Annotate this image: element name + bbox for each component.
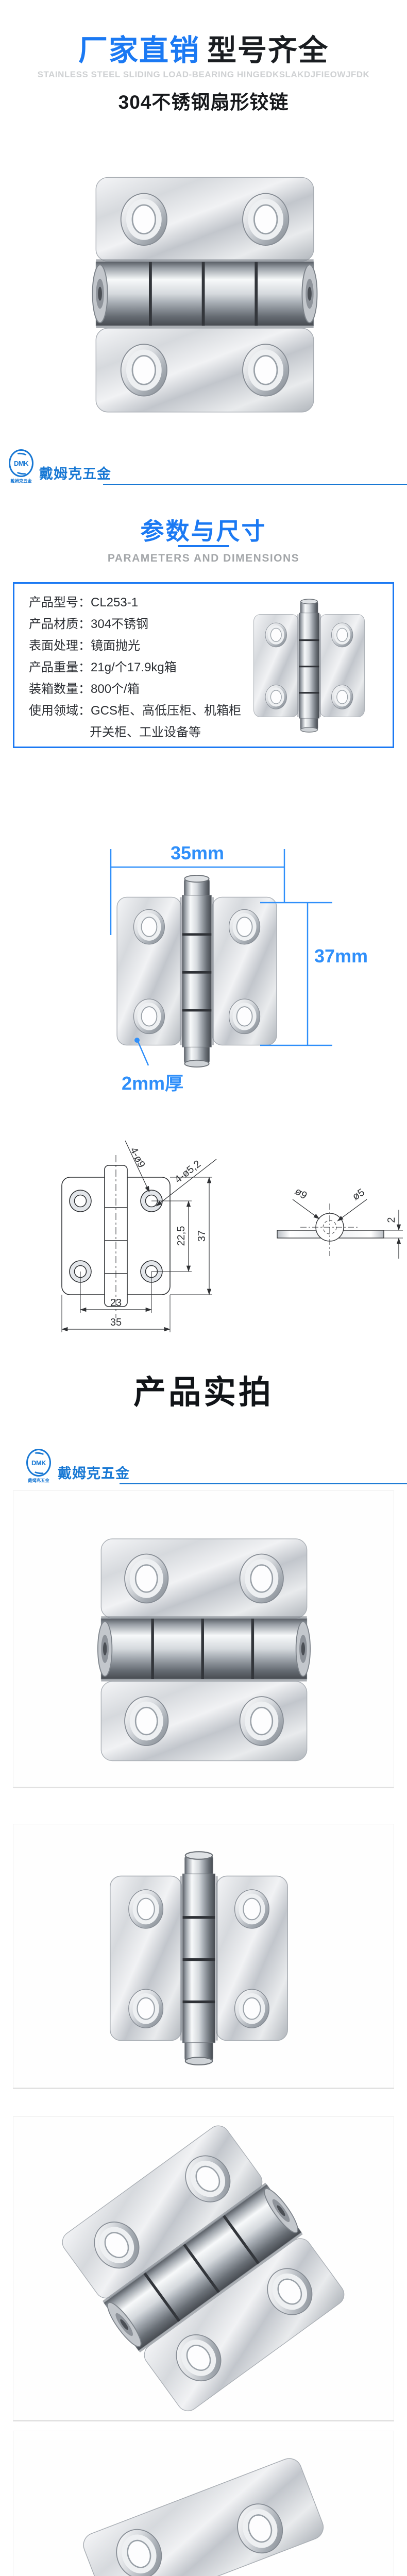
front-height-label: 37	[196, 1230, 208, 1242]
params-section-title: 参数与尺寸	[140, 518, 267, 545]
logo-text: DMK	[13, 459, 29, 467]
side-thickness-label: 2	[386, 1217, 397, 1223]
thickness-dimension-label: 2mm厚	[122, 1073, 183, 1094]
page-title-rest: 型号齐全	[207, 34, 329, 67]
side-outer-diameter-label: ø9	[293, 1185, 309, 1201]
front-hole-pitch-v-label: 22,5	[176, 1226, 187, 1246]
product-name: 304不锈钢扇形铰链	[118, 92, 289, 113]
logo-caption: 戴姆克五金	[28, 1478, 49, 1483]
logo-swoosh-icon	[33, 1451, 45, 1458]
side-inner-diameter-label: ø5	[350, 1187, 367, 1202]
table-row: 产品型号：CL253-1	[29, 596, 139, 609]
front-holes-outer-label: 4-ø9	[128, 1145, 147, 1170]
product-photo-card-4	[13, 2431, 394, 2576]
table-row: 装箱数量：800个/箱	[29, 682, 140, 696]
main-product-photo	[85, 170, 325, 422]
brand-bar: DMK 戴姆克五金 戴姆克五金	[0, 449, 407, 489]
brand-name: 戴姆克五金	[58, 1466, 130, 1481]
dmk-logo-icon: DMK 戴姆克五金	[5, 449, 37, 484]
product-photo-folded	[49, 2452, 359, 2576]
logo-swoosh-icon	[15, 469, 28, 476]
brand-divider-line	[103, 484, 407, 485]
photos-section-title: 产品实拍	[133, 1375, 274, 1411]
brand-bar: DMK 戴姆克五金 戴姆克五金	[0, 1449, 407, 1489]
drawing-front-view	[61, 1140, 217, 1332]
product-photo-upright	[101, 1850, 297, 2066]
logo-text: DMK	[31, 1459, 46, 1467]
dimension-lines	[110, 849, 332, 1066]
params-section-subtitle: PARAMETERS AND DIMENSIONS	[107, 552, 300, 564]
dimension-photo: 35mm 37mm 2mm厚	[110, 842, 368, 1094]
brand-name: 戴姆克五金	[39, 466, 111, 482]
product-photo-flat	[91, 1533, 317, 1769]
table-row: 产品材质：304不锈钢	[29, 617, 149, 631]
parameter-table: 产品型号：CL253-1 产品材质：304不锈钢 表面处理：镜面抛光 产品重量：…	[13, 582, 394, 748]
table-row: 产品重量：21g/个17.9kg箱	[29, 660, 177, 674]
page-title-highlight: 厂家直销	[78, 34, 200, 67]
product-photo-card-1	[13, 1490, 394, 1788]
technical-drawing: 4-ø9 4-ø5,2 22,5 37 23 35 ø9 ø5 2	[61, 1140, 403, 1332]
product-photo-angled	[46, 2111, 361, 2428]
parameter-box-hinge-photo	[237, 598, 381, 733]
table-row: 使用领域：GCS柜、高低压柜、机箱柜	[29, 704, 242, 718]
table-row: 表面处理：镜面抛光	[29, 639, 140, 653]
page-title: 厂家直销型号齐全	[0, 27, 407, 69]
logo-caption: 戴姆克五金	[10, 479, 32, 484]
drawing-side-view	[277, 1199, 403, 1259]
height-dimension-label: 37mm	[314, 945, 368, 967]
logo-swoosh-icon	[15, 452, 28, 459]
front-hole-pitch-h-label: 23	[110, 1297, 122, 1309]
thickness-leader-dot	[134, 1038, 140, 1043]
product-photo-card-3	[13, 2116, 394, 2421]
dmk-logo-icon: DMK 戴姆克五金	[23, 1449, 55, 1484]
brand-divider-line	[120, 1483, 407, 1484]
width-dimension-label: 35mm	[171, 842, 224, 863]
table-row: 开关柜、工业设备等	[90, 725, 201, 739]
page-subtitle-en: STAINLESS STEEL SLIDING LOAD-BEARING HIN…	[37, 70, 370, 79]
product-photo-card-2	[13, 1824, 394, 2089]
logo-swoosh-icon	[33, 1468, 45, 1475]
params-title-underline	[178, 545, 229, 547]
front-width-label: 35	[110, 1317, 122, 1328]
